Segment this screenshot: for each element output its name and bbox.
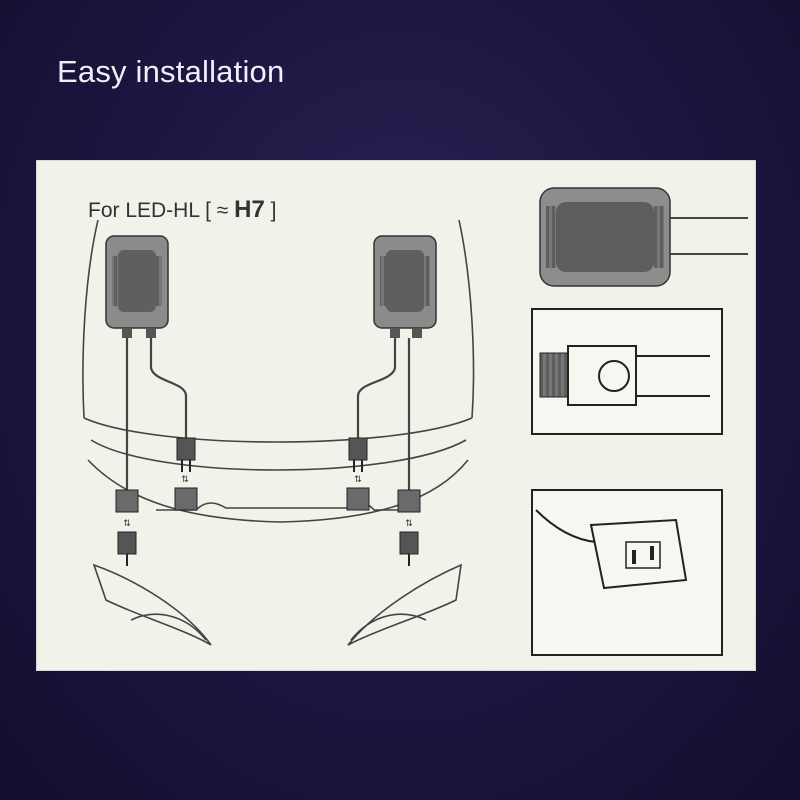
plug-connector-right-icon: ⇅ [346, 437, 370, 511]
svg-text:⇅: ⇅ [181, 474, 189, 484]
approx-symbol: ≈ [216, 199, 229, 222]
plug-detail-inset [531, 308, 723, 435]
socket-connector-right-icon: ⇅ [397, 489, 421, 566]
wiring [125, 338, 411, 490]
svg-text:⇅: ⇅ [354, 474, 362, 484]
led-control-module-right-icon [373, 235, 437, 338]
plug-connector-left-icon: ⇅ [174, 437, 198, 511]
svg-text:⇅: ⇅ [123, 518, 131, 528]
module-detail-inset [539, 187, 748, 287]
bulb-type-label: For LED-HL [ ≈ H7 ] [88, 196, 277, 224]
page-title: Easy installation [57, 54, 285, 89]
diagram-artwork: ⇅ ⇅ ⇅ ⇅ [82, 187, 748, 656]
svg-text:⇅: ⇅ [405, 518, 413, 528]
bulb-model: H7 [234, 196, 265, 223]
label-prefix: For LED-HL [ [88, 199, 211, 222]
installation-diagram-panel: For LED-HL [ ≈ H7 ] [36, 160, 756, 671]
label-suffix: ] [270, 199, 277, 222]
headlamp-left [92, 563, 212, 646]
led-control-module-left-icon [105, 235, 169, 338]
headlamp-right [347, 563, 462, 646]
socket-connector-left-icon: ⇅ [115, 489, 139, 566]
socket-detail-inset [531, 489, 723, 656]
